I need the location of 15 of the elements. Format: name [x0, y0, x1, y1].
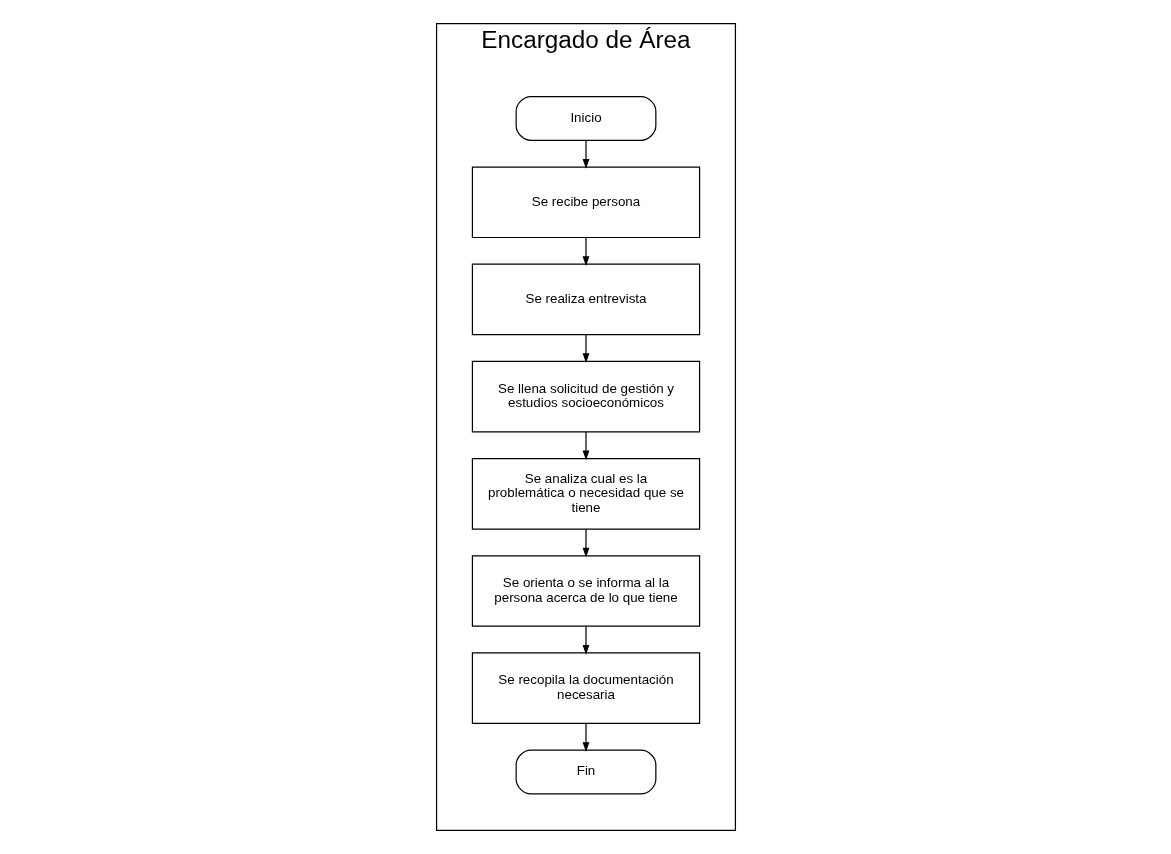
arrow [582, 140, 589, 169]
node-box: Se llena solicitud de gestión y estudios socioeconómicos [471, 360, 700, 433]
node-box: Inicio [515, 95, 656, 141]
arrow [582, 334, 589, 364]
arrow [582, 431, 589, 461]
arrow [582, 625, 589, 655]
arrow [582, 237, 589, 266]
node-box: Fin [515, 749, 656, 795]
arrow [582, 528, 589, 558]
arrow [582, 722, 589, 752]
node-box: Se analiza cual es la problemática o necesidad que se tiene [471, 458, 700, 530]
node-box: Se realiza entrevista [471, 263, 700, 336]
node-box: Se orienta o se informa al la persona acerca de lo que tiene [471, 555, 700, 627]
node-box: Se recopila la documentación necesaria [471, 652, 700, 724]
node-box: Se recibe persona [471, 166, 700, 239]
